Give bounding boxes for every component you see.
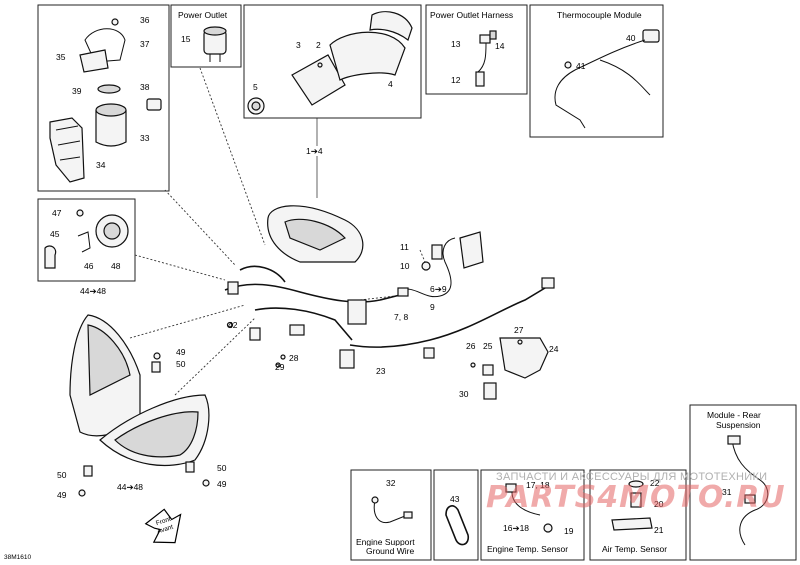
air-temp-sensor-drawing bbox=[611, 480, 653, 531]
callout-21: 21 bbox=[654, 525, 664, 535]
callout-19: 19 bbox=[564, 526, 574, 536]
callout-38: 38 bbox=[140, 82, 150, 92]
callout-7-8: 7, 8 bbox=[394, 312, 409, 322]
callout-25: 25 bbox=[483, 341, 493, 351]
title-power-outlet: Power Outlet bbox=[178, 10, 228, 20]
callout-40: 40 bbox=[626, 33, 636, 43]
title-engine-support: Engine Support bbox=[356, 537, 415, 547]
callout-43: 43 bbox=[450, 494, 460, 504]
watermark-tagline: ЗАПЧАСТИ И АКСЕССУАРЫ ДЛЯ МОТОТЕХНИКИ bbox=[496, 471, 768, 483]
callout-4: 4 bbox=[388, 79, 393, 89]
callout-39: 39 bbox=[72, 86, 82, 96]
callout-15: 15 bbox=[181, 34, 191, 44]
power-outlet-harness-drawing bbox=[475, 30, 497, 87]
rear-suspension-module-drawing bbox=[727, 435, 769, 546]
title-thermocouple-module: Thermocouple Module bbox=[557, 10, 642, 20]
callout-24: 24 bbox=[549, 344, 559, 354]
callout-12: 12 bbox=[451, 75, 461, 85]
callout-42: 42 bbox=[228, 320, 238, 330]
callout-50-right: 50 bbox=[217, 463, 227, 473]
gauge-drawing bbox=[247, 11, 413, 115]
inset-box-43 bbox=[433, 469, 479, 561]
callout-2: 2 bbox=[316, 40, 321, 50]
headlamp-drawing bbox=[69, 314, 210, 497]
title-suspension: Suspension bbox=[716, 420, 761, 430]
main-harness-drawing bbox=[224, 231, 555, 369]
power-outlet-drawing bbox=[203, 26, 227, 62]
title-air-temp-sensor: Air Temp. Sensor bbox=[602, 544, 668, 554]
callout-41: 41 bbox=[576, 61, 586, 71]
callout-17-18: 17, 18 bbox=[526, 480, 550, 490]
callout-20: 20 bbox=[654, 499, 664, 509]
engine-temp-sensor-drawing bbox=[505, 483, 553, 533]
title-ground-wire: Ground Wire bbox=[366, 546, 415, 556]
callout-14: 14 bbox=[495, 41, 505, 51]
inset-box-air-temp bbox=[589, 469, 687, 561]
gauge-assembly-drawing bbox=[267, 205, 364, 263]
callout-49-top: 49 bbox=[176, 347, 186, 357]
callout-29: 29 bbox=[275, 362, 285, 372]
callout-28: 28 bbox=[289, 353, 299, 363]
bracket-drawing bbox=[470, 337, 549, 400]
callout-3: 3 bbox=[296, 40, 301, 50]
inset-box-power-outlet bbox=[170, 4, 242, 68]
callout-34: 34 bbox=[96, 160, 106, 170]
callout-16-18: 16➔18 bbox=[503, 523, 530, 533]
callout-23: 23 bbox=[376, 366, 386, 376]
inset-box-thermocouple bbox=[529, 4, 664, 138]
gasket-43-drawing bbox=[445, 505, 470, 546]
thermocouple-drawing bbox=[554, 29, 660, 129]
callout-44-48-top: 44➔48 bbox=[80, 286, 107, 296]
inset-box-power-outlet-harness bbox=[425, 4, 528, 95]
callout-32: 32 bbox=[386, 478, 396, 488]
callout-49-right: 49 bbox=[217, 479, 227, 489]
callout-46: 46 bbox=[84, 261, 94, 271]
callout-30: 30 bbox=[459, 389, 469, 399]
callout-11: 11 bbox=[400, 242, 409, 252]
watermark-logo: PARTS4MOTO.RU bbox=[486, 480, 786, 515]
inset-box-bulb bbox=[37, 198, 136, 282]
document-code: 38M1610 bbox=[4, 554, 32, 561]
reference-lines bbox=[129, 67, 426, 396]
callout-1-4: 1➔4 bbox=[306, 146, 323, 156]
front-arrow-icon bbox=[144, 508, 182, 544]
inset-box-engine-temp bbox=[480, 469, 585, 561]
callout-6-9: 6➔9 bbox=[430, 284, 447, 294]
callout-50-top: 50 bbox=[176, 359, 186, 369]
inset-box-gauge bbox=[243, 4, 422, 119]
callout-31: 31 bbox=[722, 487, 732, 497]
callout-36: 36 bbox=[140, 15, 150, 25]
callout-33: 33 bbox=[140, 133, 150, 143]
title-power-outlet-harness: Power Outlet Harness bbox=[430, 10, 514, 20]
callout-50-left: 50 bbox=[57, 470, 67, 480]
callout-45: 45 bbox=[50, 229, 60, 239]
inset-box-ground-wire bbox=[350, 469, 432, 561]
callout-27: 27 bbox=[514, 325, 524, 335]
callout-48: 48 bbox=[111, 261, 121, 271]
callout-5: 5 bbox=[253, 82, 258, 92]
title-module-rear: Module - Rear bbox=[707, 410, 761, 420]
callout-47: 47 bbox=[52, 208, 62, 218]
callout-49-left: 49 bbox=[57, 490, 67, 500]
callout-9: 9 bbox=[430, 302, 435, 312]
bulb-inset-drawing bbox=[44, 209, 129, 269]
callout-44-48-bottom: 44➔48 bbox=[117, 482, 144, 492]
callout-35: 35 bbox=[56, 52, 66, 62]
ground-wire-drawing bbox=[371, 496, 413, 524]
callout-26: 26 bbox=[466, 341, 476, 351]
cover-assembly-drawing bbox=[49, 18, 162, 183]
callout-37: 37 bbox=[140, 39, 150, 49]
callout-13: 13 bbox=[451, 39, 461, 49]
inset-box-cover bbox=[37, 4, 170, 192]
title-engine-temp-sensor: Engine Temp. Sensor bbox=[487, 544, 569, 554]
callout-10: 10 bbox=[400, 261, 410, 271]
inset-box-rear-suspension bbox=[689, 404, 797, 561]
callout-22: 22 bbox=[650, 478, 660, 488]
